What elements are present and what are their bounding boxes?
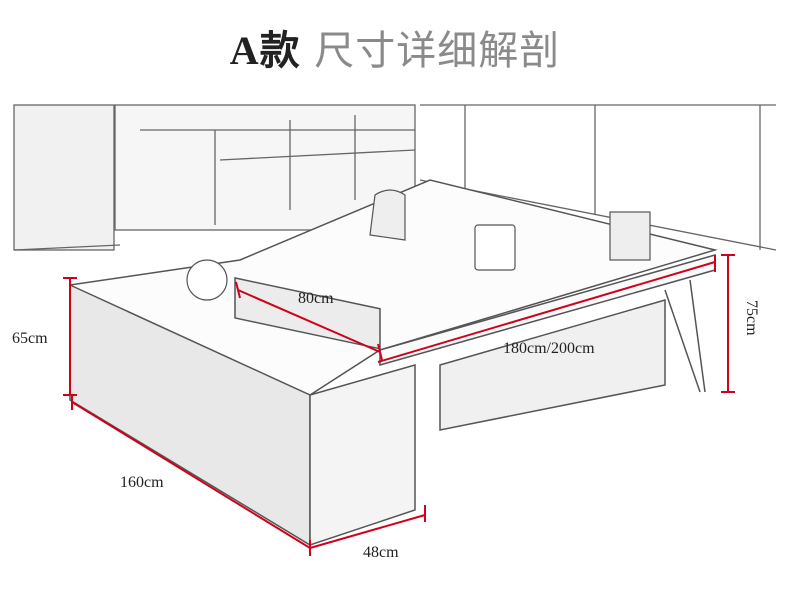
- desk-ornament-icon: [186, 259, 228, 301]
- model-label: A款: [229, 28, 301, 73]
- office-chair-icon: [369, 189, 406, 241]
- dimension-lines: [63, 254, 735, 556]
- title-subtitle: 尺寸详细解剖: [314, 28, 561, 74]
- cabinet-height-label: 65cm: [12, 330, 48, 347]
- file-holder-icon: [609, 211, 651, 261]
- page-title: A款 尺寸详细解剖: [0, 18, 790, 76]
- return-depth-label: 80cm: [298, 290, 334, 307]
- cabinet-depth-label: 48cm: [363, 544, 399, 561]
- desk-length-label: 180cm/200cm: [503, 340, 595, 357]
- desk-height-label: 75cm: [743, 300, 760, 336]
- desk-props: [186, 189, 651, 301]
- cabinet-length-label: 160cm: [120, 474, 164, 491]
- laptop-icon: [474, 224, 516, 271]
